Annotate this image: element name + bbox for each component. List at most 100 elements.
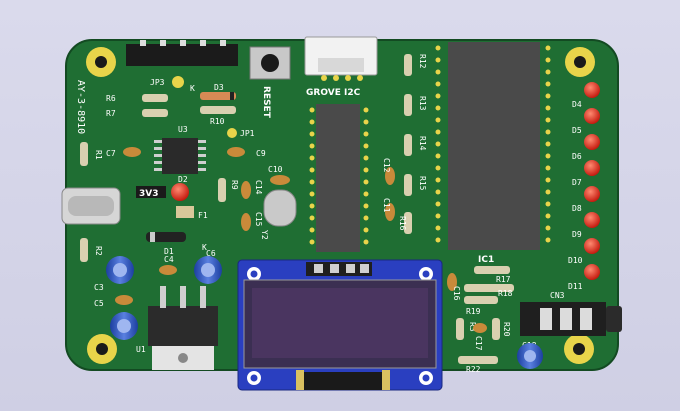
d3-k-label: K <box>190 84 195 93</box>
f1-label: F1 <box>198 211 208 220</box>
dip-ic-center <box>309 104 369 252</box>
resistor-r3 <box>456 318 464 340</box>
c4-label: C4 <box>164 255 174 264</box>
resistor-r1 <box>80 142 88 166</box>
mounting-hole-bl <box>87 334 117 364</box>
u1-label: U1 <box>136 345 146 354</box>
resistor-r7 <box>142 109 168 117</box>
r13-label: R13 <box>418 96 427 111</box>
r3-label: R3 <box>468 322 477 332</box>
led-d10 <box>584 238 600 254</box>
cap-c17 <box>473 323 487 333</box>
mounting-hole-tl <box>86 47 116 77</box>
grove-connector <box>304 36 378 81</box>
cap-c4 <box>159 265 177 275</box>
u3-label: U3 <box>178 125 188 134</box>
diode-d1 <box>146 232 186 242</box>
led-column <box>584 82 600 280</box>
cap-c9 <box>227 147 245 157</box>
resistor-r9 <box>218 178 226 202</box>
c14-label: C14 <box>254 180 263 195</box>
resistor-r14 <box>404 134 412 156</box>
d1-k-label: K <box>202 243 207 252</box>
c7-label: C7 <box>106 149 116 158</box>
led-d4 <box>584 82 600 98</box>
oled-display-module <box>237 259 443 391</box>
c16-label: C16 <box>452 286 461 301</box>
pin-header-top <box>126 40 238 66</box>
r14-label: R14 <box>418 136 427 151</box>
crystal-y2 <box>263 189 297 227</box>
jp3-jumper <box>172 76 184 88</box>
r20-label: R20 <box>502 322 511 337</box>
reset-label: RESET <box>261 86 271 119</box>
jp1-jumper <box>227 128 237 138</box>
r1-label: R1 <box>94 150 103 160</box>
r16-label: R16 <box>398 216 407 231</box>
dip-ic-large <box>435 42 551 250</box>
d2-label: D2 <box>178 175 188 184</box>
resistor-r10 <box>200 106 236 114</box>
resistor-r20 <box>492 318 500 340</box>
board-name: AY-3-8910 <box>75 80 86 134</box>
resistor-r22 <box>458 356 498 364</box>
led-d2 <box>171 183 189 201</box>
r19-label: R19 <box>466 307 481 316</box>
r18-label: R18 <box>498 289 513 298</box>
d5-label: D5 <box>572 126 582 135</box>
r10-label: R10 <box>210 117 225 126</box>
cap-c15 <box>241 213 251 231</box>
led-d6 <box>584 134 600 150</box>
cap-c7 <box>123 147 141 157</box>
v3-label: 3V3 <box>139 189 159 199</box>
diode-d3 <box>200 92 236 100</box>
mounting-hole-br <box>564 334 594 364</box>
d11-label: D11 <box>568 282 583 291</box>
r22-label: R22 <box>466 365 481 374</box>
resistor-r18 <box>464 284 514 292</box>
r15-label: R15 <box>418 176 427 191</box>
c17-label: C17 <box>474 336 483 351</box>
reset-button[interactable] <box>249 46 291 80</box>
cap-c5 <box>115 295 133 305</box>
resistor-r17 <box>474 266 510 274</box>
d1-label: D1 <box>164 247 174 256</box>
grove-label: GROVE I2C <box>306 88 361 98</box>
audio-jack-cn3[interactable] <box>520 302 622 336</box>
jp3-label: JP3 <box>150 78 165 87</box>
c10-label: C10 <box>268 165 283 174</box>
mounting-hole-tr <box>565 47 595 77</box>
c5-label: C5 <box>94 299 104 308</box>
fuse-f1 <box>176 206 194 218</box>
resistor-r2 <box>80 238 88 262</box>
jp1-label: JP1 <box>240 129 255 138</box>
resistor-r6 <box>142 94 168 102</box>
c11-label: C11 <box>382 198 391 213</box>
cap-c16 <box>447 273 457 291</box>
r6-label: R6 <box>106 94 116 103</box>
regulator-u1 <box>148 286 218 370</box>
ic1-label: IC1 <box>478 255 494 265</box>
resistor-r15 <box>404 174 412 196</box>
led-d8 <box>584 186 600 202</box>
resistor-r12 <box>404 54 412 76</box>
led-d7 <box>584 160 600 176</box>
d8-label: D8 <box>572 204 582 213</box>
r7-label: R7 <box>106 109 116 118</box>
resistor-r19 <box>464 296 498 304</box>
c12-label: C12 <box>382 158 391 173</box>
resistor-r13 <box>404 94 412 116</box>
d3-label: D3 <box>214 83 224 92</box>
resistor-r16 <box>404 212 412 234</box>
ic-u3 <box>154 138 206 174</box>
oled-screen <box>252 288 428 358</box>
d9-label: D9 <box>572 230 582 239</box>
cap-c11 <box>385 203 395 221</box>
y2-label: Y2 <box>260 230 269 240</box>
usb-c-port[interactable] <box>61 187 121 225</box>
cap-c12 <box>385 167 395 185</box>
c9-label: C9 <box>256 149 266 158</box>
cap-c14 <box>241 181 251 199</box>
